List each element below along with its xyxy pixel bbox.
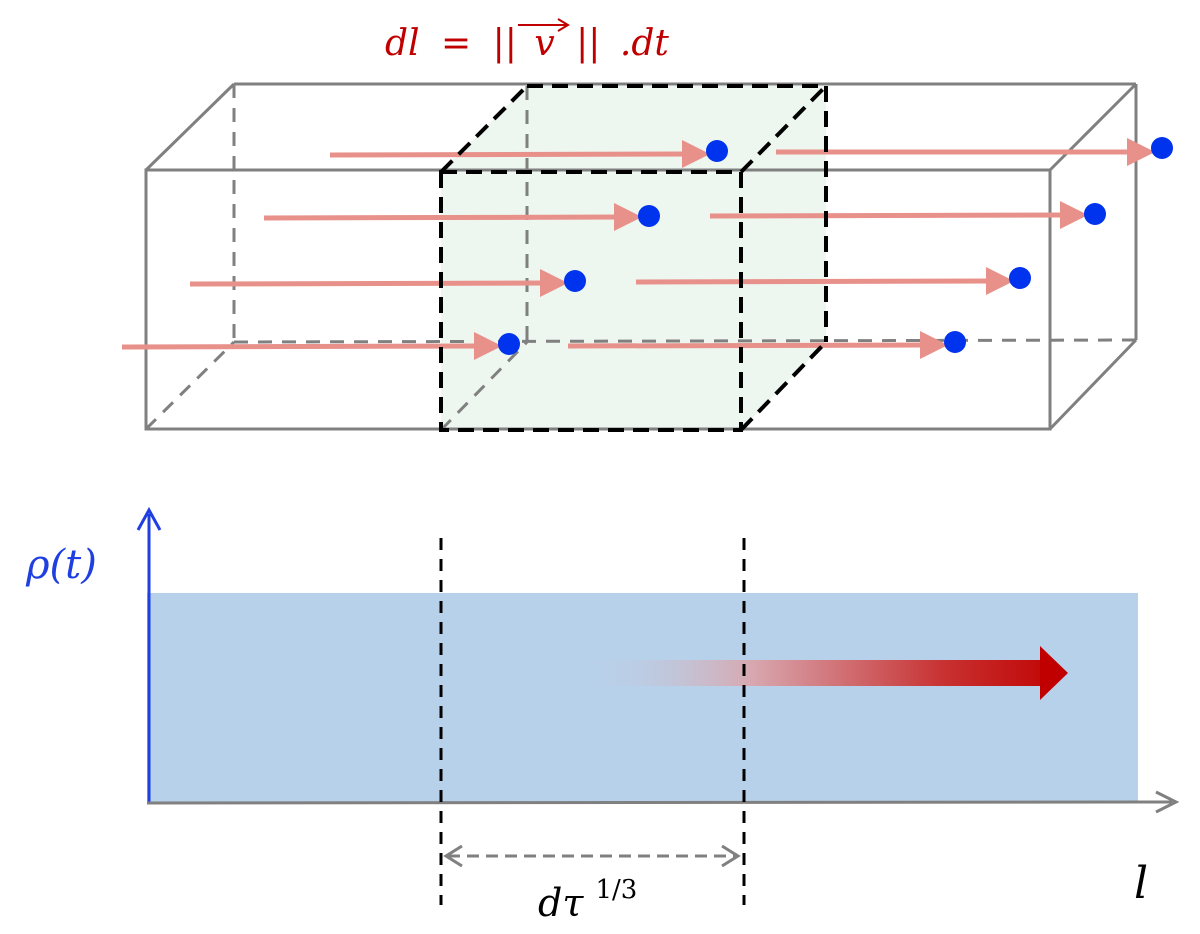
y-axis-arrowhead — [136, 506, 162, 531]
formula-bars-left: || — [493, 23, 517, 64]
flow-arrow-head — [986, 267, 1014, 295]
flow-arrow-head — [682, 140, 710, 168]
flow-arrow-head — [1060, 201, 1088, 229]
slab-volume — [441, 86, 826, 430]
particle — [1084, 203, 1106, 225]
slab-edges — [439, 84, 828, 432]
particle — [638, 205, 660, 227]
particle — [564, 270, 586, 292]
flow-arrows — [121, 138, 1155, 360]
particle — [944, 331, 966, 353]
particles — [498, 137, 1173, 355]
x-axis-arrowhead — [1155, 790, 1180, 814]
flow-arrow — [709, 212, 1069, 219]
box-hidden-edges — [144, 84, 1137, 432]
slab-edge-top-left — [439, 84, 529, 174]
width-label-base: dτ — [538, 881, 584, 925]
flow-arrow — [121, 343, 483, 350]
width-label-exponent: 1/3 — [595, 875, 637, 905]
width-dimension-head-left — [443, 844, 463, 868]
box-hidden-back-bottom — [233, 338, 1137, 344]
formula-bars-right: || — [576, 23, 600, 64]
flow-arrow — [635, 278, 995, 285]
slab-hidden-bottom-left — [439, 340, 529, 432]
slab-edge-bottom-right — [739, 340, 828, 432]
velocity-formula: dl = || v || .dt — [385, 23, 669, 64]
density-region — [147, 593, 1138, 802]
particle — [498, 333, 520, 355]
flow-arrow — [189, 280, 549, 287]
flow-arrow-head — [614, 203, 642, 231]
formula-v: v — [534, 23, 554, 64]
box-hidden-bottom-left — [144, 340, 236, 431]
flow-arrow — [329, 151, 691, 158]
particle — [706, 140, 728, 162]
y-axis-label: ρ(t) — [25, 542, 97, 588]
x-axis — [146, 800, 1173, 805]
box-edge-top-left — [144, 82, 236, 172]
slab-boundaries — [439, 538, 746, 905]
particle — [1151, 137, 1173, 159]
box-edge-bottom-right — [1048, 338, 1138, 431]
box-edge-top-right — [1048, 82, 1138, 172]
flow-arrow-head — [540, 269, 568, 297]
flow-arrow — [567, 342, 929, 349]
vector-arrow-head — [557, 18, 570, 32]
formula-dl: dl — [385, 23, 420, 64]
x-axis-label: l — [1134, 858, 1148, 909]
slab-edge-top-right — [739, 84, 828, 174]
particle — [1009, 267, 1031, 289]
formula-equals: = — [441, 23, 471, 64]
propagation-arrow-shaft — [580, 660, 1042, 686]
flow-arrow-head — [920, 331, 948, 359]
flow-arrow-head — [1127, 138, 1155, 166]
propagation-arrow-head — [1040, 646, 1068, 700]
flow-arrow — [263, 214, 623, 221]
formula-dot-dt: .dt — [620, 23, 669, 64]
width-dimension-head-right — [721, 844, 741, 868]
slab-front-face — [439, 170, 743, 432]
width-label: dτ 1/3 — [538, 875, 637, 925]
flow-arrow-head — [474, 332, 502, 360]
